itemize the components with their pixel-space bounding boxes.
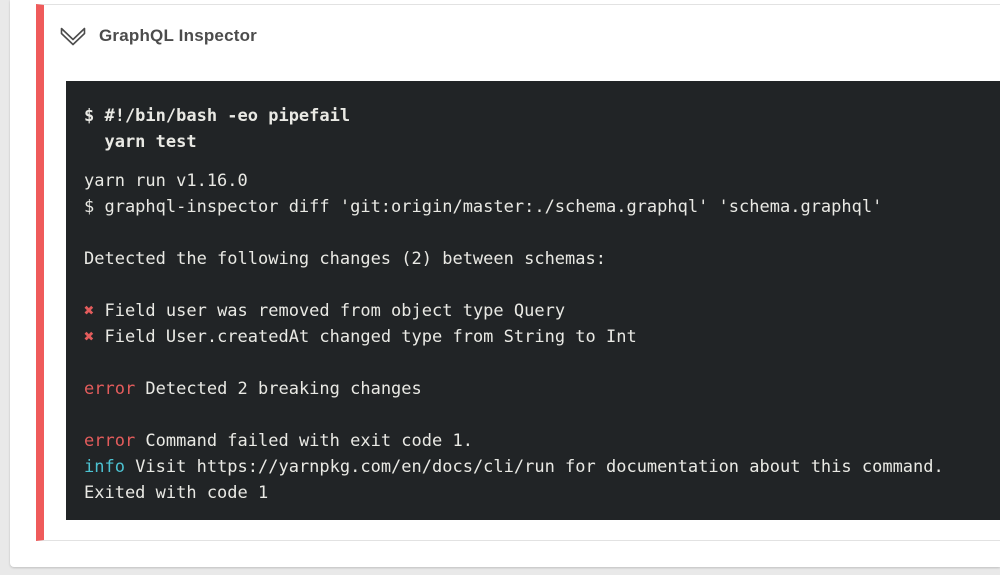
terminal-segment-red: ✖ xyxy=(84,301,95,321)
terminal-segment-red: error xyxy=(84,431,136,451)
terminal-line xyxy=(84,350,1000,376)
terminal-line: $ #!/bin/bash -eo pipefail xyxy=(84,103,1000,129)
terminal-segment: Visit https://yarnpkg.com/en/docs/cli/ru… xyxy=(124,457,944,477)
terminal-segment: $ graphql-inspector diff 'git:origin/mas… xyxy=(84,197,883,217)
terminal-segment: Field User.createdAt changed type from S… xyxy=(94,327,637,347)
step-header[interactable]: GraphQL Inspector xyxy=(44,5,1000,67)
chevron-down-icon[interactable] xyxy=(60,27,86,46)
terminal-line: Detected the following changes (2) betwe… xyxy=(84,246,1000,272)
terminal-line xyxy=(84,220,1000,246)
terminal-segment: yarn run v1.16.0 xyxy=(84,171,248,191)
terminal-segment: Command failed with exit code 1. xyxy=(135,431,473,451)
terminal-segment: yarn test xyxy=(84,132,197,152)
terminal-line: info Visit https://yarnpkg.com/en/docs/c… xyxy=(84,454,1000,480)
terminal-segment: Exited with code 1 xyxy=(84,483,269,503)
terminal-line: Exited with code 1 xyxy=(84,480,1000,506)
terminal-line xyxy=(84,402,1000,428)
step-title: GraphQL Inspector xyxy=(99,26,258,45)
terminal-line: $ graphql-inspector diff 'git:origin/mas… xyxy=(84,194,1000,220)
terminal-line: ✖ Field User.createdAt changed type from… xyxy=(84,324,1000,350)
terminal-line: ✖ Field user was removed from object typ… xyxy=(84,298,1000,324)
terminal-segment: $ #!/bin/bash -eo pipefail xyxy=(84,106,351,126)
terminal-segment-red: ✖ xyxy=(84,327,95,347)
terminal-line xyxy=(84,272,1000,298)
terminal-line: error Detected 2 breaking changes xyxy=(84,376,1000,402)
terminal-segment: Detected 2 breaking changes xyxy=(135,379,422,399)
terminal-line: error Command failed with exit code 1. xyxy=(84,428,1000,454)
content-panel: GraphQL Inspector $ #!/bin/bash -eo pipe… xyxy=(10,0,1000,567)
failed-step-card: GraphQL Inspector $ #!/bin/bash -eo pipe… xyxy=(36,4,1000,541)
terminal-segment-cyan: info xyxy=(84,457,125,477)
terminal-line: yarn run v1.16.0 xyxy=(84,168,1000,194)
terminal-output-block: yarn run v1.16.0 $ graphql-inspector diff… xyxy=(84,168,1000,506)
terminal-command-block: $ #!/bin/bash -eo pipefail yarn test xyxy=(84,103,1000,155)
terminal-segment: Detected the following changes (2) betwe… xyxy=(84,249,606,269)
terminal-segment-red: error xyxy=(84,379,136,399)
terminal-segment: Field user was removed from object type … xyxy=(94,301,566,321)
terminal-line: yarn test xyxy=(84,129,1000,155)
